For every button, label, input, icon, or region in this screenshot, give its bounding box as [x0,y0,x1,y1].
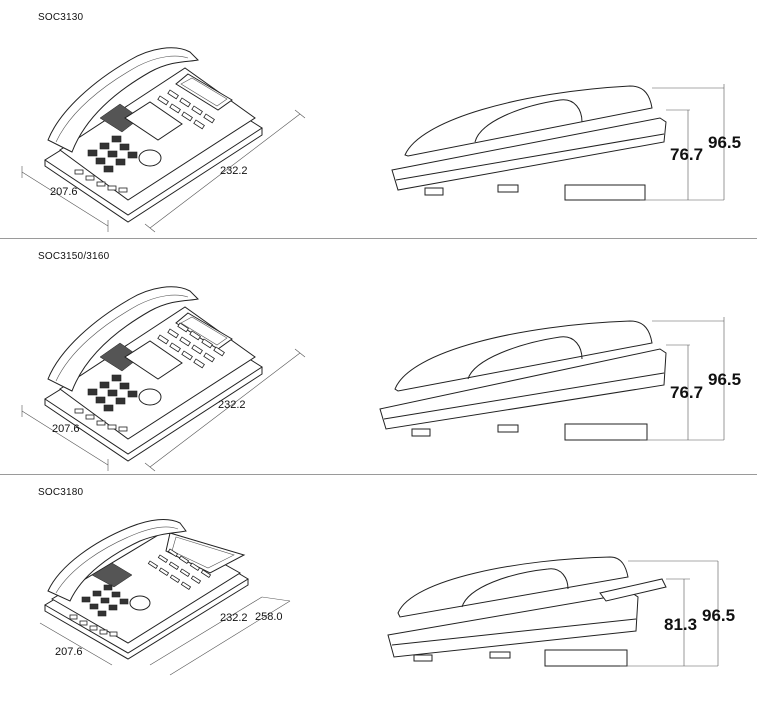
panel-soc3130: SOC3130 [0,0,757,238]
model-label: SOC3130 [38,12,84,23]
side-view-drawing [379,317,725,441]
dim-outer-height: 96.5 [708,370,742,389]
function-keys [157,322,225,369]
panel-soc3180: SOC3180 [0,474,757,715]
side-view-drawing [391,84,725,201]
isometric-phone-drawing [21,47,306,233]
side-view-drawing [387,556,719,667]
dim-outer-height: 96.5 [702,606,736,625]
dim-width: 232.2 [220,165,248,177]
dim-inner-height: 76.7 [670,383,704,402]
isometric-phone-drawing [21,286,306,472]
dim-width: 232.2 [218,399,246,411]
dim-depth: 207.6 [50,186,78,198]
dim-inner-height: 76.7 [670,145,704,164]
dial-keypad [74,135,162,193]
dim-width: 232.2 [220,612,248,624]
function-keys [157,89,215,130]
dim-depth: 207.6 [52,423,80,435]
isometric-phone-drawing [39,519,291,676]
dim-outer-height: 96.5 [708,133,742,152]
dial-keypad [74,374,162,432]
dial-keypad [69,584,151,637]
model-label: SOC3150/3160 [38,251,110,262]
function-keys [147,548,212,590]
dim-depth: 207.6 [55,646,83,658]
dim-inner-height: 81.3 [664,615,698,634]
dim-width-extended: 258.0 [255,611,283,623]
panel-soc3150-3160: SOC3150/3160 [0,238,757,474]
model-label: SOC3180 [38,487,84,498]
